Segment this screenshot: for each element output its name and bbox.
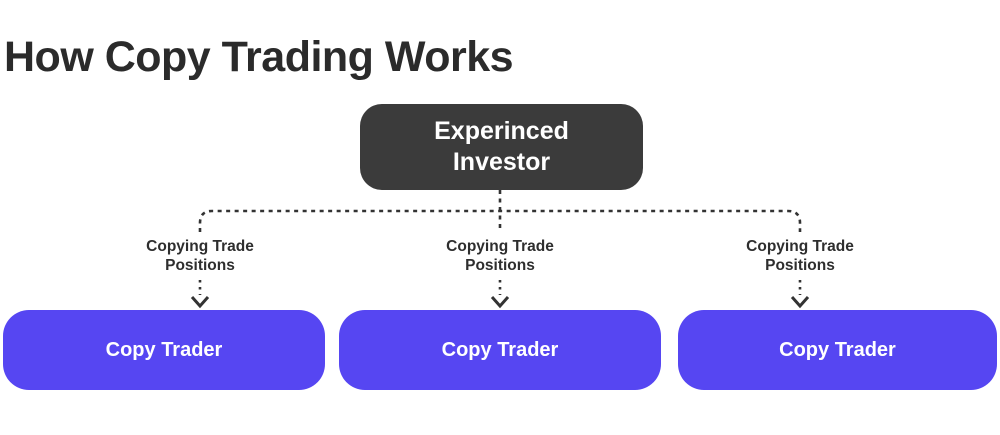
branch-label-line2: Positions <box>465 257 535 274</box>
root-node-label-line2: Investor <box>452 148 551 176</box>
copy-trader-node-1: Copy Trader <box>3 310 325 390</box>
branch-label-line2: Positions <box>165 257 235 274</box>
branch-rail-line <box>198 209 802 232</box>
copy-trader-node-2: Copy Trader <box>339 310 661 390</box>
down-arrow-icon <box>490 280 510 309</box>
copy-trader-label: Copy Trader <box>105 338 223 361</box>
branch-label-line1: Copying Trade <box>746 238 854 255</box>
down-arrow-icon <box>190 280 210 309</box>
branch-label-line1: Copying Trade <box>446 238 554 255</box>
experienced-investor-node: Experinced Investor <box>360 104 643 190</box>
root-node-label-line1: Experinced <box>434 117 569 145</box>
branch-label-line1: Copying Trade <box>146 238 254 255</box>
copy-trader-label: Copy Trader <box>441 338 559 361</box>
copy-trader-node-3: Copy Trader <box>678 310 997 390</box>
down-arrow-icon <box>790 280 810 309</box>
branch-label-3: Copying Trade Positions <box>690 237 910 275</box>
branch-label-1: Copying Trade Positions <box>90 237 310 275</box>
page-title: How Copy Trading Works <box>4 33 514 81</box>
branch-label-line2: Positions <box>765 257 835 274</box>
branch-label-2: Copying Trade Positions <box>390 237 610 275</box>
copy-trader-label: Copy Trader <box>779 338 896 361</box>
